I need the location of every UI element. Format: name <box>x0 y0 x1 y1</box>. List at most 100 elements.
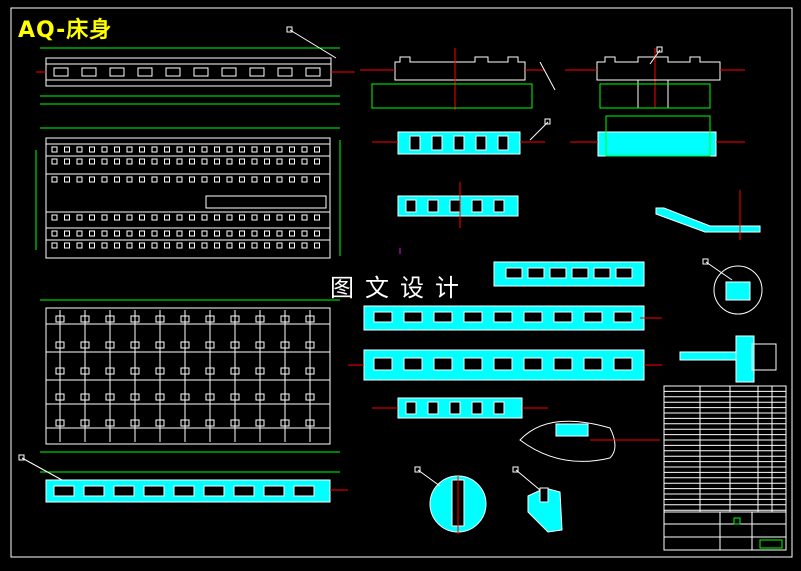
rib-hole <box>55 367 65 375</box>
rib-hole <box>230 393 240 401</box>
bolt-hole <box>301 230 308 237</box>
rib-hole <box>305 393 315 401</box>
bolt-hole <box>189 230 195 237</box>
bolt-hole <box>251 176 258 183</box>
bolt-hole <box>89 242 95 249</box>
balloon <box>544 118 551 125</box>
slot <box>497 135 509 151</box>
bolt-hole <box>114 176 120 183</box>
bolt-hole <box>101 230 108 237</box>
slot <box>553 357 573 371</box>
rib-hole <box>280 393 290 401</box>
rib-hole <box>255 315 265 323</box>
bolt-hole <box>314 242 320 249</box>
rib-hole <box>130 367 140 375</box>
slot <box>613 357 633 371</box>
slot <box>221 67 237 77</box>
bolt-hole <box>101 214 108 221</box>
angle-detail <box>655 190 761 240</box>
slot <box>613 311 633 323</box>
bolt-hole <box>289 214 295 221</box>
bolt-hole <box>139 242 145 249</box>
bolt-hole <box>276 158 283 165</box>
bolt-hole <box>264 146 270 153</box>
slot <box>583 357 603 371</box>
slot <box>137 67 153 77</box>
bolt-hole <box>214 230 220 237</box>
bolt-hole <box>76 146 83 153</box>
rib-hole <box>180 341 190 349</box>
slot <box>505 267 523 279</box>
watermark-text: 图文设计 <box>330 274 470 302</box>
slot <box>431 135 443 151</box>
rib-hole <box>305 419 315 427</box>
bolt-hole <box>301 158 308 165</box>
rib-hole <box>130 341 140 349</box>
slot <box>471 199 483 213</box>
slot <box>249 67 265 77</box>
bolt-hole <box>126 230 133 237</box>
rib-hole <box>305 315 315 323</box>
bolt-hole <box>264 176 270 183</box>
rib-hole <box>205 367 215 375</box>
rib-hole <box>155 393 165 401</box>
rib-hole <box>255 367 265 375</box>
bolt-hole <box>226 230 233 237</box>
balloon <box>18 454 25 461</box>
bolt-hole <box>51 146 58 153</box>
bolt-hole <box>64 146 70 153</box>
bolt-hole <box>276 214 283 221</box>
section-e <box>397 182 519 228</box>
bolt-hole <box>51 242 58 249</box>
slot <box>409 135 421 151</box>
bolt-hole <box>276 230 283 237</box>
bolt-hole <box>64 230 70 237</box>
rib-hole <box>80 315 90 323</box>
bolt-hole <box>176 176 183 183</box>
bolt-hole <box>164 230 170 237</box>
bracket-detail <box>679 335 777 383</box>
slot <box>615 267 633 279</box>
balloon <box>656 46 663 53</box>
slot <box>53 485 75 497</box>
bolt-detail <box>527 487 563 533</box>
bolt-hole <box>164 158 170 165</box>
rib-hole <box>305 367 315 375</box>
slot <box>373 311 393 323</box>
bolt-hole <box>151 214 158 221</box>
drawing-title: AQ-床身 <box>18 18 113 43</box>
rib-hole <box>180 393 190 401</box>
bolt-hole <box>139 146 145 153</box>
section-b <box>565 48 745 109</box>
bolt-hole <box>126 146 133 153</box>
section-c <box>372 131 545 155</box>
leader-markers <box>18 26 733 491</box>
bolt-hole <box>114 214 120 221</box>
bolt-hole <box>289 230 295 237</box>
bolt-hole <box>264 230 270 237</box>
rib-hole <box>130 419 140 427</box>
bolt-hole <box>314 158 320 165</box>
slot <box>493 311 513 323</box>
bed-bottom-plan <box>40 299 340 453</box>
slot <box>293 485 315 497</box>
bolt-hole <box>89 230 95 237</box>
rib-hole <box>155 341 165 349</box>
bed-top-plan <box>35 127 341 259</box>
bolt-hole <box>251 230 258 237</box>
bolt-hole <box>151 158 158 165</box>
rib-hole <box>155 315 165 323</box>
bolt-hole <box>314 146 320 153</box>
slot <box>493 199 505 213</box>
bolt-hole <box>289 242 295 249</box>
bolt-hole <box>164 176 170 183</box>
bolt-hole <box>301 214 308 221</box>
bolt-hole <box>264 242 270 249</box>
long-section-i <box>372 397 548 419</box>
slot <box>549 267 567 279</box>
bolt-hole <box>64 158 70 165</box>
bolt-hole <box>301 176 308 183</box>
long-section-f <box>493 261 645 287</box>
bolt-hole <box>51 158 58 165</box>
leader-line <box>21 457 63 481</box>
